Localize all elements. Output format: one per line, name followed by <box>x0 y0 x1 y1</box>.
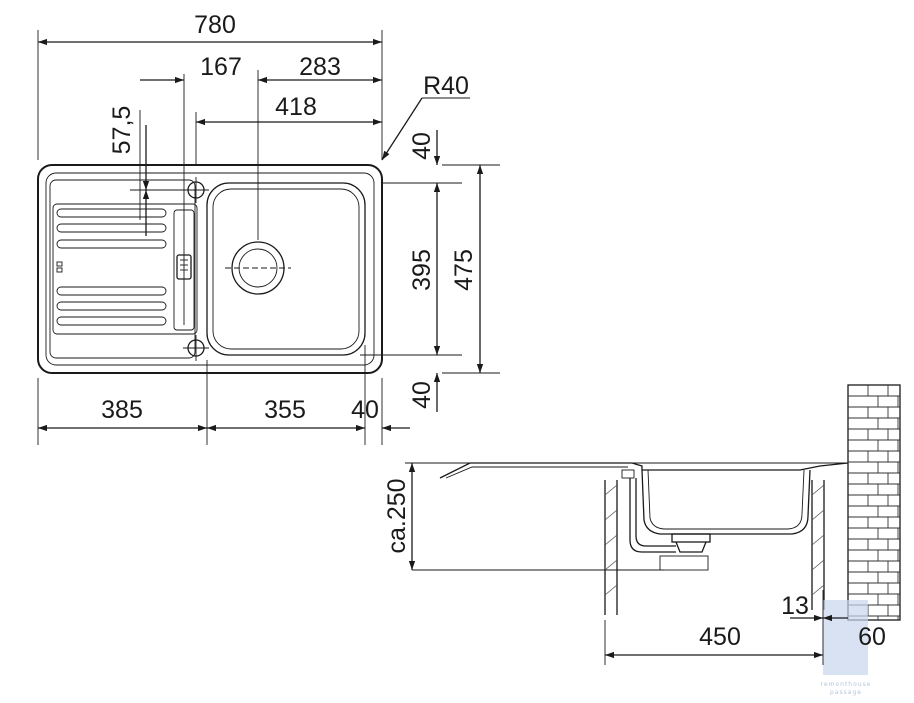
dim-57-5: 57,5 <box>108 106 136 155</box>
dim-780: 780 <box>194 11 236 39</box>
dim-167: 167 <box>200 53 242 81</box>
dim-475: 475 <box>450 249 478 291</box>
sink-profile <box>439 462 849 479</box>
dim-395: 395 <box>408 249 436 291</box>
top-view: 780 167 283 418 R40 57,5 40 395 475 40 3 <box>37 11 500 445</box>
dim-40-bottom: 40 <box>408 381 436 409</box>
side-view: ca.250 450 13 60 <box>383 384 901 675</box>
drain-assembly <box>621 469 711 571</box>
dim-40-top: 40 <box>408 132 436 160</box>
watermark-logo: remonthouse passage <box>821 681 872 696</box>
dim-40-right: 40 <box>351 396 379 424</box>
dim-283: 283 <box>299 53 341 81</box>
dim-60: 60 <box>858 623 886 651</box>
dim-418: 418 <box>275 93 317 121</box>
sink-inner-outline <box>45 172 375 366</box>
dim-ca250: ca.250 <box>383 478 411 553</box>
cabinet-left-wall <box>604 480 618 615</box>
sink-bowl <box>206 182 366 356</box>
dim-r40: R40 <box>423 72 469 100</box>
dim-355: 355 <box>264 396 306 424</box>
tap-hole-bottom <box>183 335 209 361</box>
drainer-board <box>49 179 198 359</box>
cabinet-right-wall <box>811 480 825 610</box>
wall-depth-band <box>823 600 868 675</box>
dim-450: 450 <box>699 623 741 651</box>
svg-text:remonthouse: remonthouse <box>821 681 872 688</box>
svg-text:passage: passage <box>830 689 862 696</box>
sink-outline <box>37 164 383 374</box>
dim-385: 385 <box>101 396 143 424</box>
tap-hole-top <box>183 177 209 203</box>
dim-13: 13 <box>781 592 809 620</box>
brick-wall <box>847 384 901 621</box>
